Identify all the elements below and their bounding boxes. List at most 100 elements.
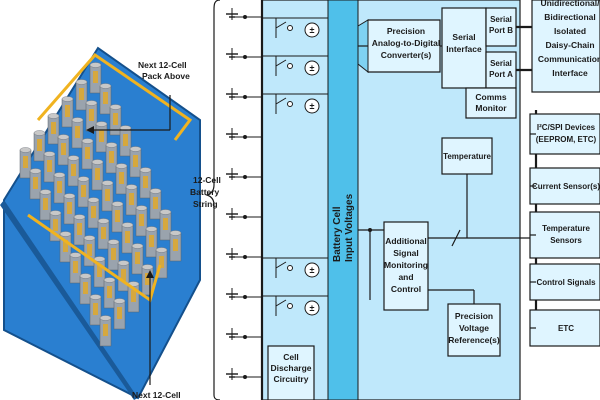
current-source-glyph: ± xyxy=(310,303,315,313)
battery-cell-top xyxy=(101,180,114,186)
battery-cell-band xyxy=(131,290,136,302)
battery-cell-top xyxy=(131,243,144,249)
battery-cell-top xyxy=(113,298,126,304)
label-battery-string-1: 12-Cell xyxy=(193,175,221,185)
label-comms-monitor-2: Monitor xyxy=(475,103,507,113)
callout-next-pack-below: Next 12-Cell xyxy=(132,270,181,400)
switch-contact xyxy=(287,63,293,69)
battery-cell-band xyxy=(93,303,98,315)
battery-cell-band xyxy=(23,156,28,168)
battery-cell-band xyxy=(33,177,38,189)
battery-cell-band xyxy=(143,176,148,188)
label-temp-sensors-2: Sensors xyxy=(550,236,582,245)
battery-cell-top xyxy=(63,193,76,199)
battery-cell-top xyxy=(149,188,162,194)
label-cell-discharge-1: Cell xyxy=(283,352,299,362)
battery-cell-band xyxy=(95,168,100,180)
label-cell-input-1: Battery Cell xyxy=(332,206,343,262)
label-battery-string-2: Battery xyxy=(190,187,220,197)
label-control-signals: Control Signals xyxy=(536,278,596,287)
battery-cell-band xyxy=(91,206,96,218)
precision-reference-box xyxy=(447,303,501,357)
label-precision-ref-2: Voltage xyxy=(459,323,489,333)
label-etc: ETC xyxy=(558,324,574,333)
battery-cell-top xyxy=(95,121,108,127)
battery-cell-top xyxy=(99,315,112,321)
battery-cell-top xyxy=(145,226,158,232)
label-next-pack-below: Next 12-Cell xyxy=(132,390,181,400)
battery-cell-band xyxy=(133,155,138,167)
switch-blade xyxy=(275,299,287,307)
internal-wiring xyxy=(358,25,536,304)
battery-cell-band xyxy=(85,147,90,159)
battery-cell-band xyxy=(97,265,102,277)
battery-cell-band xyxy=(77,223,82,235)
battery-cell-band xyxy=(107,286,112,298)
battery-cell-band xyxy=(65,105,70,117)
temperature-box xyxy=(441,137,493,175)
label-precision-ref-1: Precision xyxy=(455,311,493,321)
cell-balancing-switches: ±±±±± xyxy=(262,17,328,316)
battery-cell-band xyxy=(37,139,42,151)
battery-cell-top xyxy=(85,100,98,106)
battery-cell-band xyxy=(117,307,122,319)
daisy-chain-interface: Unidirectional/ Bidirectional Isolated D… xyxy=(531,0,600,93)
battery-cell-top xyxy=(129,146,142,152)
battery-tray-edge xyxy=(0,200,138,400)
battery-cell-top xyxy=(103,277,116,283)
battery-cell-top xyxy=(73,214,86,220)
battery-cell-band xyxy=(75,126,80,138)
battery-cell-top xyxy=(53,172,66,178)
label-i2c-2: (EEPROM, ETC) xyxy=(536,135,597,144)
battery-cell-band xyxy=(121,269,126,281)
serial-port-b-box xyxy=(485,7,517,47)
label-temperature: Temperature xyxy=(443,152,491,161)
battery-cell-top xyxy=(107,239,120,245)
label-additional-2: Signal xyxy=(393,248,419,258)
switch-blade xyxy=(275,21,287,29)
battery-cell-band xyxy=(61,143,66,155)
battery-cell-band xyxy=(51,122,56,134)
battery-cell-band xyxy=(87,244,92,256)
switch-blade xyxy=(275,59,287,67)
battery-cell-top xyxy=(117,260,130,266)
label-cell-discharge-2: Discharge xyxy=(270,363,311,373)
current-source-icon xyxy=(304,262,320,278)
battery-cell-top xyxy=(49,210,62,216)
battery-cell-band xyxy=(119,172,124,184)
battery-cell-top xyxy=(77,176,90,182)
switch-contact xyxy=(287,101,293,107)
label-adc-1: Precision xyxy=(387,26,425,36)
battery-cell-band xyxy=(101,227,106,239)
battery-cell-band xyxy=(93,71,98,83)
battery-cell-band xyxy=(103,92,108,104)
battery-cell-band xyxy=(123,134,128,146)
battery-cell-band xyxy=(47,160,52,172)
battery-cell-stack xyxy=(226,8,262,380)
label-additional-1: Additional xyxy=(385,236,427,246)
battery-cell-top xyxy=(109,104,122,110)
battery-cell-top xyxy=(61,96,74,102)
battery-cell-band xyxy=(73,261,78,273)
cell-tap-node xyxy=(243,15,247,19)
label-battery-string-3: String xyxy=(193,199,218,209)
battery-cell-band xyxy=(99,130,104,142)
cell-tap-node xyxy=(243,135,247,139)
cell-tap-node xyxy=(243,175,247,179)
battery-cell-top xyxy=(93,256,106,262)
battery-cell-band xyxy=(57,181,62,193)
label-additional-3: Monitoring xyxy=(384,260,428,270)
current-source-icon xyxy=(304,22,320,38)
switch-contact xyxy=(287,265,293,271)
battery-cell-top xyxy=(47,113,60,119)
battery-cell-top xyxy=(169,230,182,236)
battery-cell-band xyxy=(129,193,134,205)
battery-cell-band xyxy=(163,218,168,230)
switch-blade xyxy=(275,261,287,269)
battery-cell-top xyxy=(57,134,70,140)
label-i2c-1: I²C/SPI Devices xyxy=(537,123,596,132)
battery-cell-top xyxy=(69,252,82,258)
battery-cell-top xyxy=(125,184,138,190)
battery-cell-top xyxy=(39,189,52,195)
current-source-icon xyxy=(304,300,320,316)
